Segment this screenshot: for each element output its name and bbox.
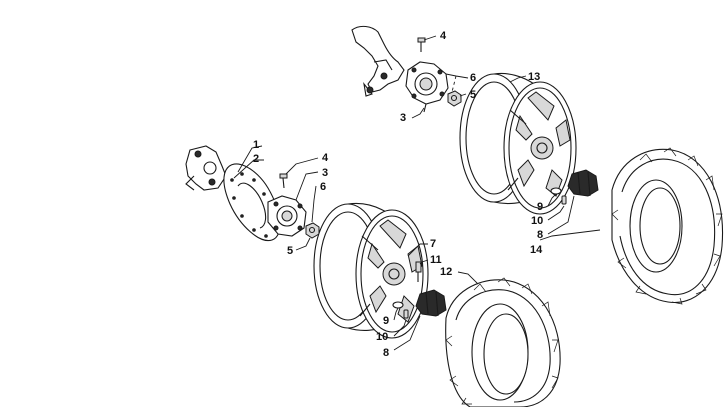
upper-lug-nut — [567, 169, 599, 197]
callout-labels: 1 2 4 3 6 5 4 6 5 3 13 7 11 12 14 9 10 8… — [253, 30, 543, 359]
lower-nut-5 — [305, 222, 320, 239]
upper-nut-5 — [447, 90, 462, 107]
upper-wheel-rim — [459, 72, 577, 215]
lower-stud-11 — [415, 261, 422, 282]
lower-hub — [267, 195, 307, 237]
callout-8-upper: 8 — [537, 229, 543, 241]
callout-2: 2 — [253, 153, 259, 165]
callout-6-upper: 6 — [470, 72, 476, 84]
callout-9-upper: 9 — [537, 201, 543, 213]
lower-stud-4 — [279, 173, 288, 189]
lower-washer-9 — [392, 301, 404, 309]
upper-dowel-10 — [561, 195, 567, 205]
lower-lug-nut — [415, 289, 447, 317]
callout-5: 5 — [287, 245, 293, 257]
callout-14: 14 — [530, 244, 543, 256]
callout-10-lower: 10 — [376, 331, 388, 343]
callout-8-lower: 8 — [383, 347, 389, 359]
callout-13: 13 — [528, 71, 540, 83]
lower-steering-knuckle — [185, 145, 227, 191]
upper-hub — [405, 61, 449, 113]
callout-3-upper: 3 — [400, 112, 406, 124]
callout-4: 4 — [322, 152, 329, 164]
leader-lines — [233, 35, 601, 351]
callout-9-lower: 9 — [383, 315, 389, 327]
upper-steering-knuckle — [351, 25, 405, 97]
callout-4-upper: 4 — [440, 30, 447, 42]
callout-6: 6 — [320, 181, 326, 193]
callout-7: 7 — [430, 238, 436, 250]
brake-disc — [223, 163, 281, 242]
lower-wheel-rim — [313, 202, 429, 339]
callout-11: 11 — [430, 254, 442, 266]
upper-stud-4 — [417, 37, 426, 52]
callout-1: 1 — [253, 139, 259, 151]
callout-5-upper: 5 — [470, 89, 476, 101]
upper-tire — [611, 147, 724, 305]
lower-dowel-10 — [403, 309, 409, 319]
upper-washer-9 — [550, 187, 562, 195]
callout-3: 3 — [322, 167, 328, 179]
callout-12: 12 — [440, 266, 452, 278]
callout-10-upper: 10 — [531, 215, 543, 227]
lower-tire — [445, 277, 561, 407]
